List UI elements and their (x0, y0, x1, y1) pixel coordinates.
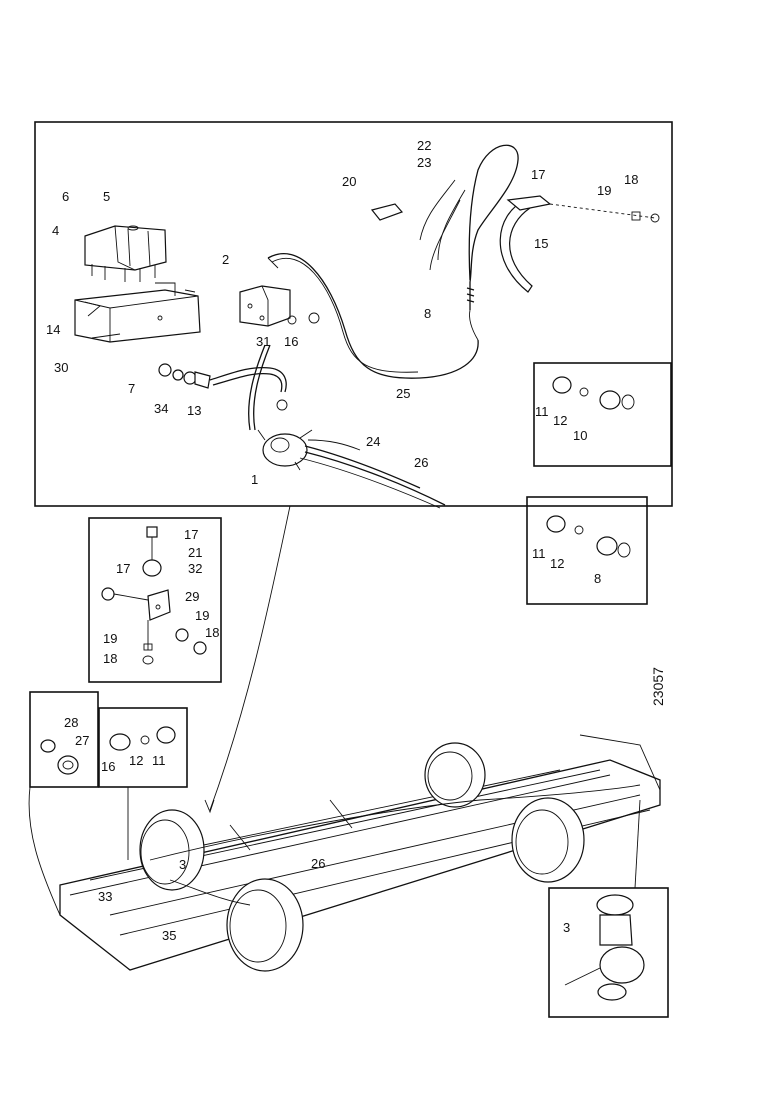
inset-box-bracket (88, 517, 222, 683)
lamp-assembly-27 (40, 739, 79, 775)
lamp-assembly-10-bottom (109, 726, 176, 751)
cable-25 (267, 252, 479, 379)
junction-part-1 (257, 429, 313, 471)
label-26b: 26 (311, 856, 325, 871)
label-15: 15 (534, 236, 548, 251)
label-17a: 17 (531, 167, 545, 182)
label-24: 24 (366, 434, 380, 449)
label-11b: 11 (532, 546, 546, 561)
inset-box-lamp-10 (98, 707, 188, 788)
label-19c: 19 (103, 631, 117, 646)
bulb-assembly-10 (552, 376, 635, 410)
label-12c: 12 (129, 753, 143, 768)
label-35: 35 (162, 928, 176, 943)
callout-labels: 6 5 4 14 30 7 34 13 2 31 16 1 24 26 25 8… (46, 138, 638, 943)
wheel-rear-right (226, 878, 304, 972)
label-13: 13 (187, 403, 201, 418)
label-16a: 16 (284, 334, 298, 349)
wire-harness-22 (419, 144, 519, 283)
label-17c: 17 (116, 561, 130, 576)
harness-24 (304, 445, 421, 489)
label-3a: 3 (179, 857, 186, 872)
wheel-rear-left (139, 809, 205, 891)
inset-box-lamp-27 (29, 691, 99, 788)
label-26a: 26 (414, 455, 428, 470)
inset-box-connector-3 (548, 887, 669, 1018)
nut-16 (308, 312, 320, 324)
label-20: 20 (342, 174, 356, 189)
brake-fitting-part (158, 363, 211, 389)
label-12a: 12 (553, 413, 567, 428)
label-27: 27 (75, 733, 89, 748)
label-7: 7 (128, 381, 135, 396)
bracket-plate-part (74, 282, 201, 343)
label-11c: 11 (152, 753, 166, 768)
label-18a: 18 (624, 172, 638, 187)
label-11a: 11 (535, 404, 549, 419)
wheel-front-right (511, 797, 585, 883)
label-28: 28 (64, 715, 78, 730)
label-29: 29 (185, 589, 199, 604)
clip-20 (370, 203, 404, 221)
chassis-harness (149, 784, 641, 861)
brake-pipe-13b (212, 372, 283, 393)
label-2: 2 (222, 252, 229, 267)
mounting-bracket-part (239, 257, 291, 327)
label-12b: 12 (550, 556, 564, 571)
label-4: 4 (52, 223, 59, 238)
leader-line-lamp-27 (28, 786, 61, 916)
wheel-front-left (424, 742, 486, 808)
label-3b: 3 (563, 920, 570, 935)
switch-box-part (84, 225, 167, 282)
pipe-vertical-b (253, 344, 271, 431)
label-19b: 19 (195, 608, 209, 623)
strip-15 (499, 199, 533, 293)
inset-box-bulb-10 (533, 362, 672, 467)
main-detail-frame (34, 121, 673, 507)
label-23: 23 (417, 155, 431, 170)
label-10: 10 (573, 428, 587, 443)
label-14: 14 (46, 322, 60, 337)
brake-pipe-13 (209, 366, 287, 393)
connector-assembly-3 (564, 894, 645, 1001)
label-16b: 16 (101, 759, 115, 774)
label-30: 30 (54, 360, 68, 375)
label-32: 32 (188, 561, 202, 576)
label-21: 21 (188, 545, 202, 560)
pipe-vertical (248, 344, 266, 431)
nut-31 (287, 315, 297, 325)
label-19a: 19 (597, 183, 611, 198)
label-25: 25 (396, 386, 410, 401)
label-1: 1 (251, 472, 258, 487)
label-31: 31 (256, 334, 270, 349)
label-5: 5 (103, 189, 110, 204)
label-18b: 18 (205, 625, 219, 640)
inset-box-bulb-8 (526, 496, 648, 605)
harness-26 (304, 451, 446, 506)
label-8a: 8 (424, 306, 431, 321)
connector-8 (466, 282, 475, 310)
label-8b: 8 (594, 571, 601, 586)
label-34: 34 (154, 401, 168, 416)
leader-line-connector (634, 799, 641, 889)
label-17b: 17 (184, 527, 198, 542)
bulb-assembly-8 (546, 515, 631, 558)
bracket-assembly-29 (101, 526, 207, 665)
label-6: 6 (62, 189, 69, 204)
label-22: 22 (417, 138, 431, 153)
label-33: 33 (98, 889, 112, 904)
figure-code: 23057 (650, 667, 666, 706)
label-18c: 18 (103, 651, 117, 666)
leader-line-left (209, 505, 291, 811)
